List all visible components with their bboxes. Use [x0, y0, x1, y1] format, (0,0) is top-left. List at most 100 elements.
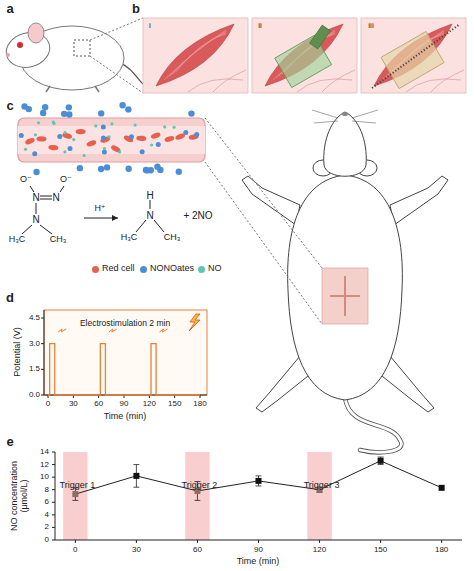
nonoate-dot — [101, 124, 106, 129]
chart-text: NO concentration (μmol/L) — [10, 450, 30, 542]
chart-text: Time (min) — [104, 412, 147, 422]
chem-atom: CH₃ — [50, 235, 67, 245]
no-dot — [107, 135, 110, 138]
muscle — [156, 24, 234, 86]
no-dot — [24, 148, 27, 151]
chem-atom: N — [52, 192, 59, 203]
chart-text: 120 — [143, 400, 156, 409]
chart-text: Electrostimulation 2 min — [80, 319, 170, 328]
no-dot — [52, 120, 55, 123]
chart-text: 150 — [374, 546, 387, 555]
legend-swatch — [198, 266, 205, 273]
red-cell — [100, 136, 111, 144]
drawing-rect — [361, 18, 466, 93]
suture — [372, 24, 460, 88]
implant-site — [322, 268, 368, 324]
red-cell — [150, 131, 161, 139]
chart-text: 60 — [94, 400, 103, 409]
chart-text: 12 — [40, 460, 49, 469]
drawing-path — [90, 18, 143, 93]
trigger-band — [185, 452, 209, 540]
drawing-rect — [18, 126, 205, 154]
muscle-fiber — [164, 30, 226, 80]
drawing-g — [52, 452, 462, 543]
chem-bond — [40, 196, 52, 197]
panel-letter: c — [6, 99, 13, 113]
chart-text: Trigger 3 — [304, 481, 340, 491]
chem-atom: + 2NO — [183, 210, 212, 221]
blood-vessel — [18, 118, 205, 162]
no-dot — [63, 131, 66, 134]
chart-text: 30 — [132, 546, 141, 555]
chem-bond — [40, 199, 52, 200]
red-cell — [86, 139, 97, 147]
panel-letter: iii — [368, 22, 373, 31]
drawing-rect — [252, 18, 357, 93]
legend-text: NO — [208, 264, 222, 274]
chart-text: 90 — [254, 546, 263, 555]
no-dot — [172, 126, 175, 129]
chart-text: 0 — [46, 400, 50, 409]
nonoate-dot — [98, 110, 104, 116]
nonoate-dot — [21, 103, 27, 109]
chart-text: Time (min) — [237, 557, 280, 567]
rat-top-view — [242, 110, 448, 452]
panel-letter: d — [6, 291, 14, 305]
axis — [44, 310, 207, 395]
drawing-rect — [74, 40, 90, 56]
chart-text: 150 — [168, 400, 181, 409]
drawing-ellipse — [342, 112, 348, 116]
drawing-line — [41, 395, 44, 396]
chem-atom: N — [32, 192, 39, 203]
panel-letter: b — [132, 2, 140, 16]
chart-text: 0.0 — [29, 391, 40, 400]
chem-atom: O⁻ — [20, 175, 32, 185]
spark-icon — [159, 329, 167, 332]
nonoate-dot — [77, 165, 83, 171]
data-marker — [133, 473, 139, 479]
drawing-line — [52, 464, 55, 465]
no-dot — [150, 143, 153, 146]
nonoate-dot — [148, 167, 154, 173]
muscle-fiber — [167, 31, 226, 78]
drawing-line — [197, 540, 198, 543]
drawing-line — [441, 540, 442, 543]
drawing-line — [52, 514, 55, 515]
drawing-ellipse — [28, 23, 44, 43]
nonoate-dot — [154, 164, 160, 170]
chart-text: Trigger 2 — [182, 481, 218, 491]
trigger-band — [307, 452, 331, 540]
nonoate-dot — [66, 104, 72, 110]
chart-text: 0 — [73, 546, 77, 555]
spark-icon — [109, 329, 117, 332]
muscle-fiber — [176, 34, 226, 72]
chart-text: 4.5 — [29, 314, 40, 323]
chem-atom: H₃C — [121, 233, 138, 243]
chart-text: 0 — [45, 536, 49, 545]
red-cell — [110, 144, 121, 153]
rat-limb — [390, 176, 448, 225]
chart-text: 4 — [45, 510, 49, 519]
chart-text: 60 — [193, 546, 202, 555]
nonoate-dot — [125, 166, 131, 172]
data-line — [75, 461, 441, 494]
chem-bond — [22, 225, 32, 234]
drawing-line — [41, 318, 44, 319]
nerve — [188, 70, 246, 92]
nonoate-dot — [125, 106, 131, 112]
error-bar — [378, 457, 384, 465]
chem-bond — [154, 220, 164, 232]
chart-text: 8 — [45, 485, 49, 494]
nonoate-dot — [188, 110, 194, 116]
error-bar — [256, 476, 262, 486]
nonoate-dot — [40, 110, 46, 116]
drawing-line — [52, 489, 55, 490]
data-marker — [72, 491, 78, 497]
nonoate-dot — [32, 151, 37, 156]
nonoate-dot — [194, 132, 199, 137]
drawing-g — [22, 186, 164, 234]
nonoate-dot — [19, 133, 24, 138]
legend-text: NONOates — [150, 264, 194, 274]
pulse-trace — [48, 344, 200, 395]
red-cell — [62, 132, 73, 140]
